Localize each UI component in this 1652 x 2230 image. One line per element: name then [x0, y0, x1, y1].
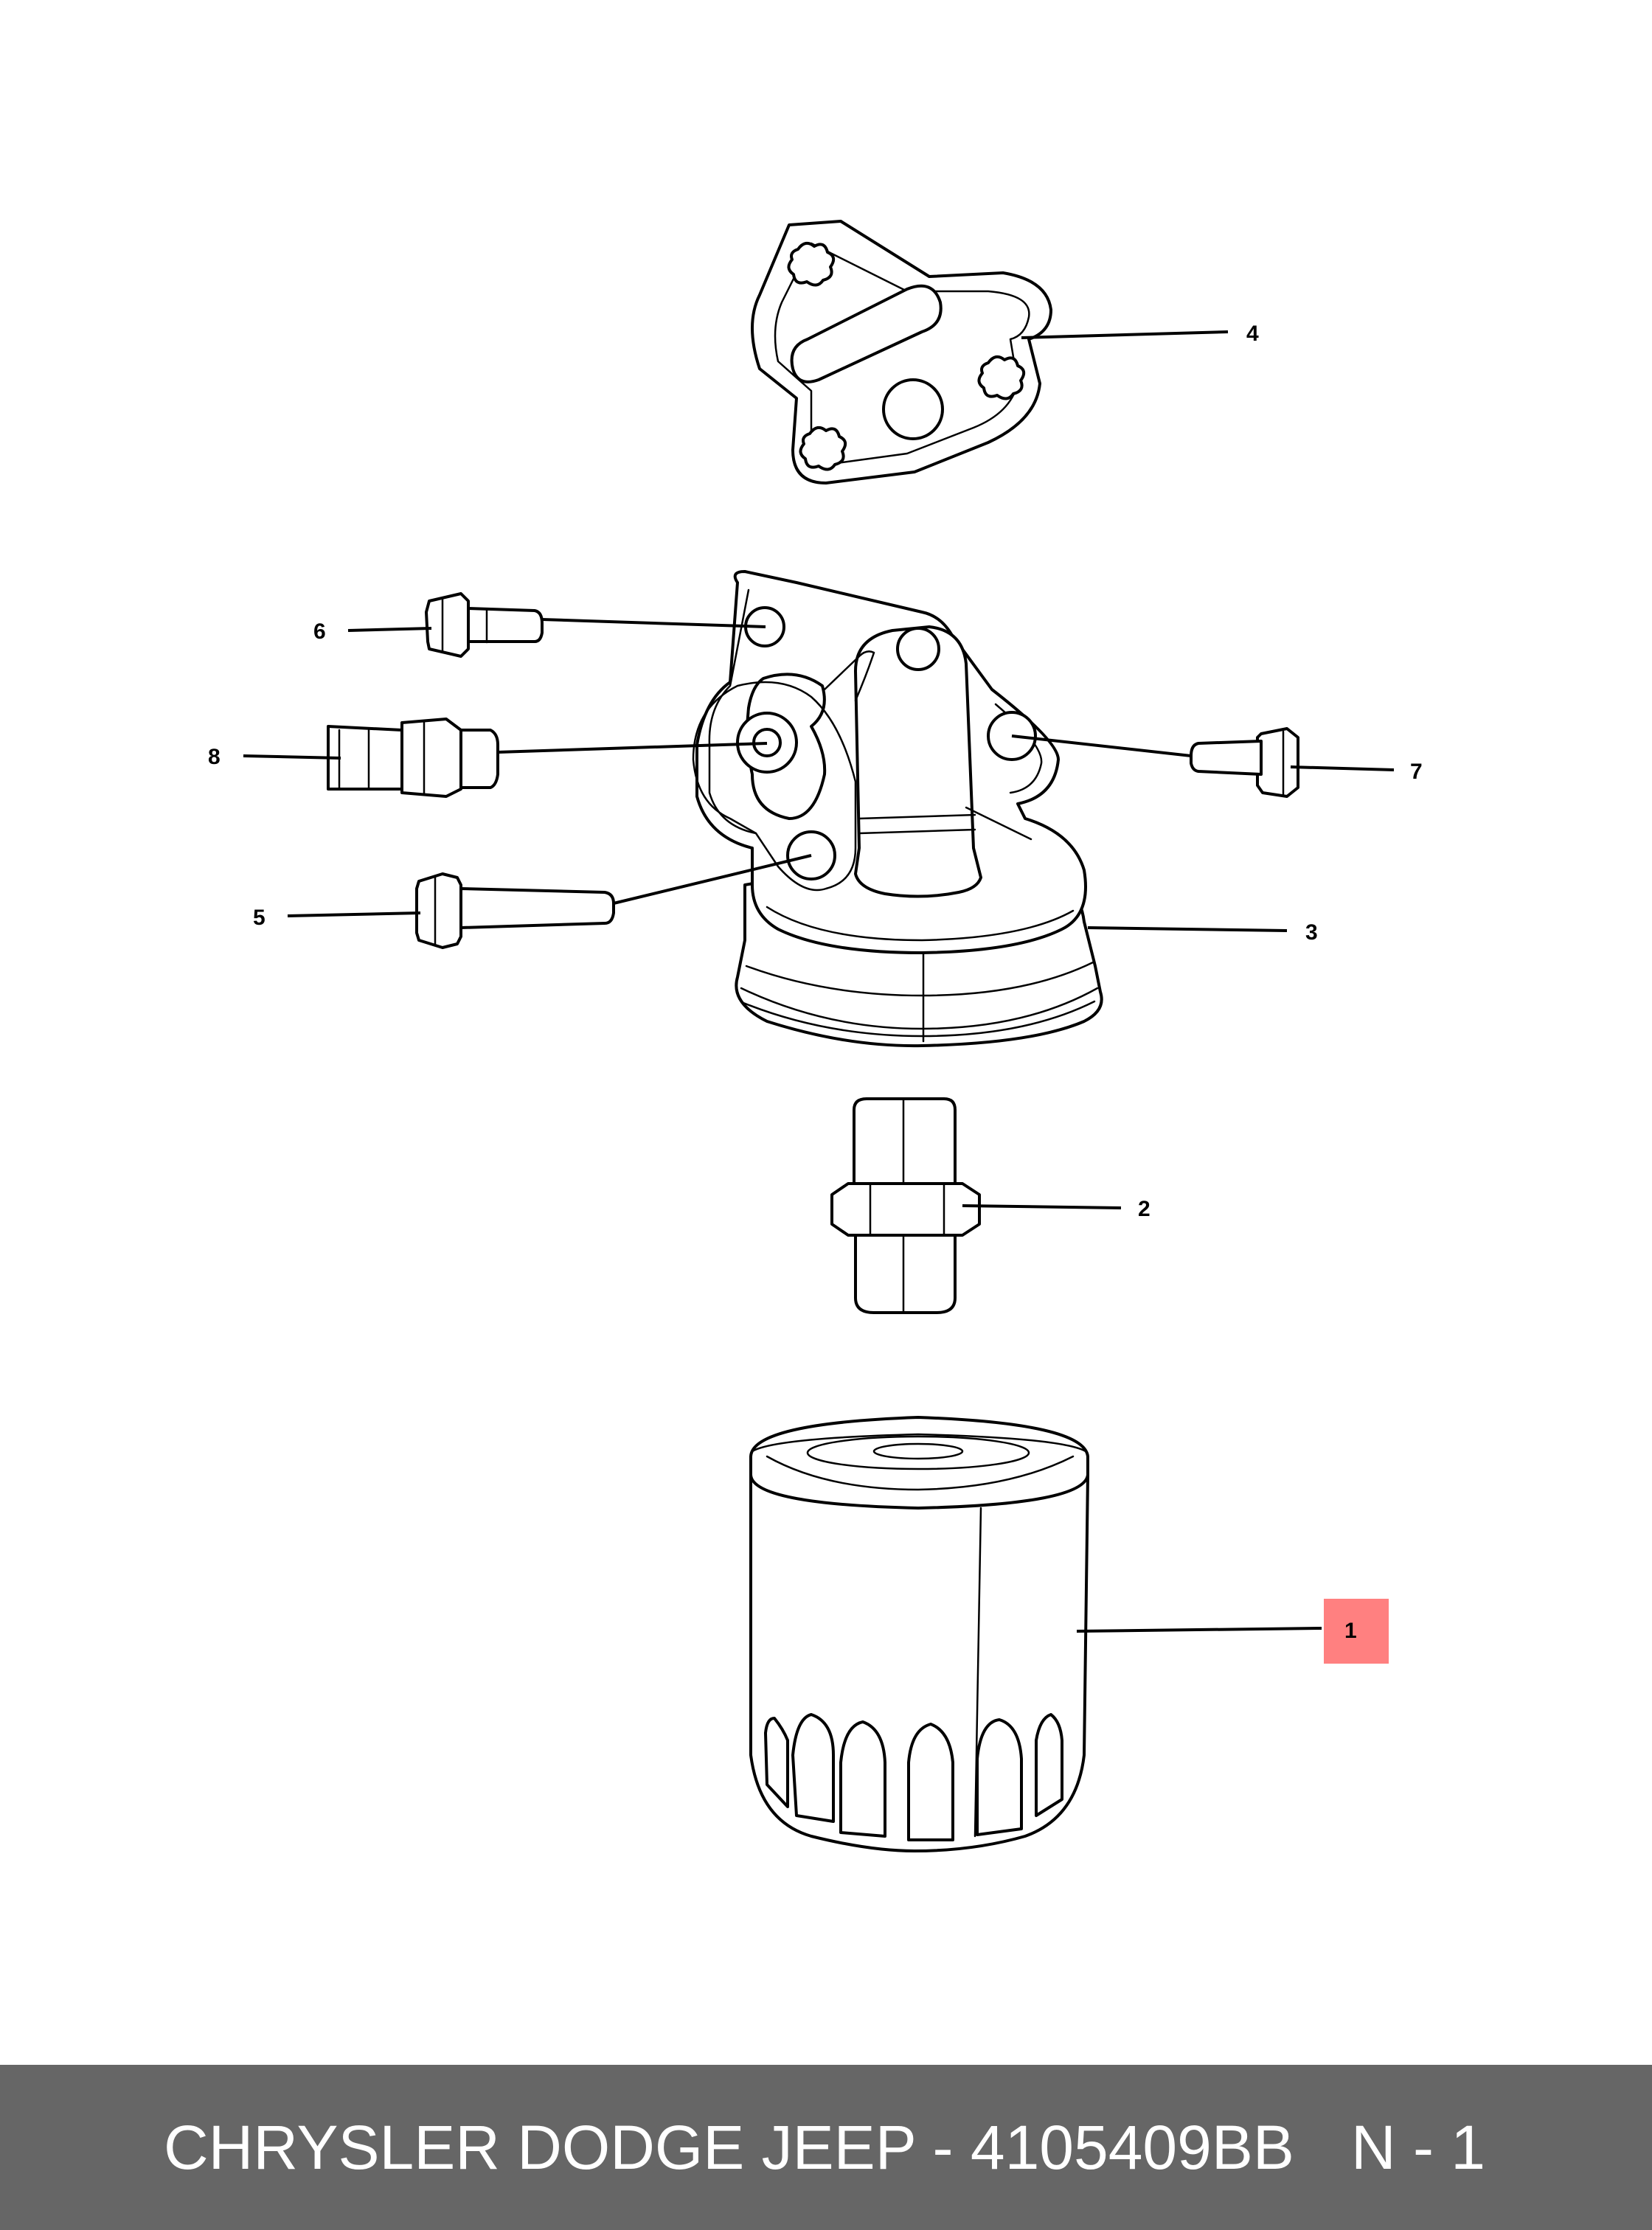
leader-line-5	[287, 911, 421, 917]
callout-7: 7	[1410, 760, 1423, 784]
leader-lines	[243, 330, 1395, 1633]
leader-line-8-part	[497, 742, 768, 754]
leader-line-1	[1076, 1627, 1322, 1633]
filter-adapter-part-3	[692, 570, 1103, 1048]
callouts: 4 6 8 7 5 3 2 1	[208, 322, 1423, 1643]
callout-1: 1	[1344, 1619, 1357, 1643]
sensor-part-8	[327, 718, 499, 798]
leader-line-8	[243, 754, 341, 760]
nipple-part-2	[830, 1097, 981, 1314]
callout-8: 8	[208, 745, 221, 769]
callout-5: 5	[253, 906, 266, 930]
exploded-parts-diagram: 4 6 8 7 5 3 2 1	[208, 220, 1423, 1852]
leader-line-4	[1021, 330, 1229, 339]
leader-line-3	[1087, 926, 1288, 932]
leader-line-6-part	[541, 618, 766, 628]
leader-line-6	[347, 627, 432, 632]
bolt-part-6	[425, 592, 544, 658]
bolt-part-5	[415, 872, 615, 949]
leader-line-2	[962, 1204, 1122, 1209]
leader-line-7	[1011, 734, 1192, 757]
bolt-part-7	[1190, 727, 1299, 798]
footer-bar: CHRYSLER DODGE JEEP - 4105409BB N - 1	[0, 2065, 1652, 2230]
callout-6: 6	[313, 619, 326, 644]
footer-title: CHRYSLER DODGE JEEP - 4105409BB	[164, 2113, 1294, 2182]
leader-line-7-part	[1290, 765, 1395, 771]
callout-2: 2	[1138, 1197, 1150, 1221]
callout-4: 4	[1246, 322, 1259, 346]
gasket-part-4	[751, 220, 1052, 484]
callout-highlight-1	[1324, 1599, 1389, 1664]
oil-filter-part-1	[749, 1416, 1089, 1852]
callout-3: 3	[1305, 920, 1318, 945]
leader-line-5-part	[613, 854, 812, 905]
footer-page-number: N - 1	[1351, 2113, 1486, 2182]
